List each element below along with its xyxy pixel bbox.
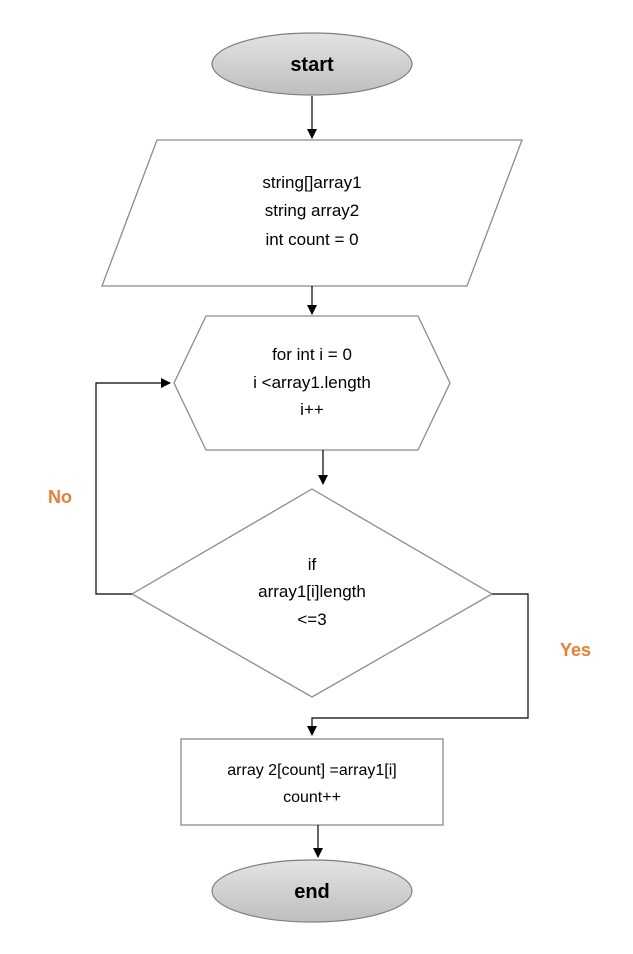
yes-branch-label: Yes [560, 640, 591, 660]
input-node: string[]array1 string array2 int count =… [101, 139, 523, 287]
process-line-1: array 2[count] =array1[i] [227, 762, 396, 779]
input-line-2: string array2 [265, 201, 359, 220]
decision-diamond [130, 488, 494, 698]
loop-line-2: i <array1.length [253, 373, 371, 392]
loop-line-3: i++ [300, 400, 324, 419]
connector-yes-branch [307, 593, 529, 736]
end-label: end [294, 881, 330, 903]
input-parallelogram [101, 139, 523, 287]
loop-line-1: for int i = 0 [272, 345, 352, 364]
loop-node: for int i = 0 i <array1.length i++ [173, 315, 451, 451]
process-node: array 2[count] =array1[i] count++ [180, 738, 444, 826]
decision-line-1: if [308, 555, 317, 574]
loop-hexagon [173, 315, 451, 451]
decision-node: if array1[i]length <=3 [130, 488, 494, 698]
connector-no-branch [95, 378, 171, 595]
start-label: start [290, 54, 334, 76]
end-node: end [211, 859, 413, 923]
input-line-3: int count = 0 [265, 230, 358, 249]
start-node: start [211, 32, 413, 96]
input-line-1: string[]array1 [262, 173, 361, 192]
decision-line-3: <=3 [297, 610, 326, 629]
process-line-2: count++ [283, 789, 341, 806]
process-box [180, 738, 444, 826]
no-branch-label: No [48, 487, 72, 507]
start-ellipse [211, 32, 413, 96]
end-ellipse [211, 859, 413, 923]
decision-line-2: array1[i]length [258, 582, 366, 601]
